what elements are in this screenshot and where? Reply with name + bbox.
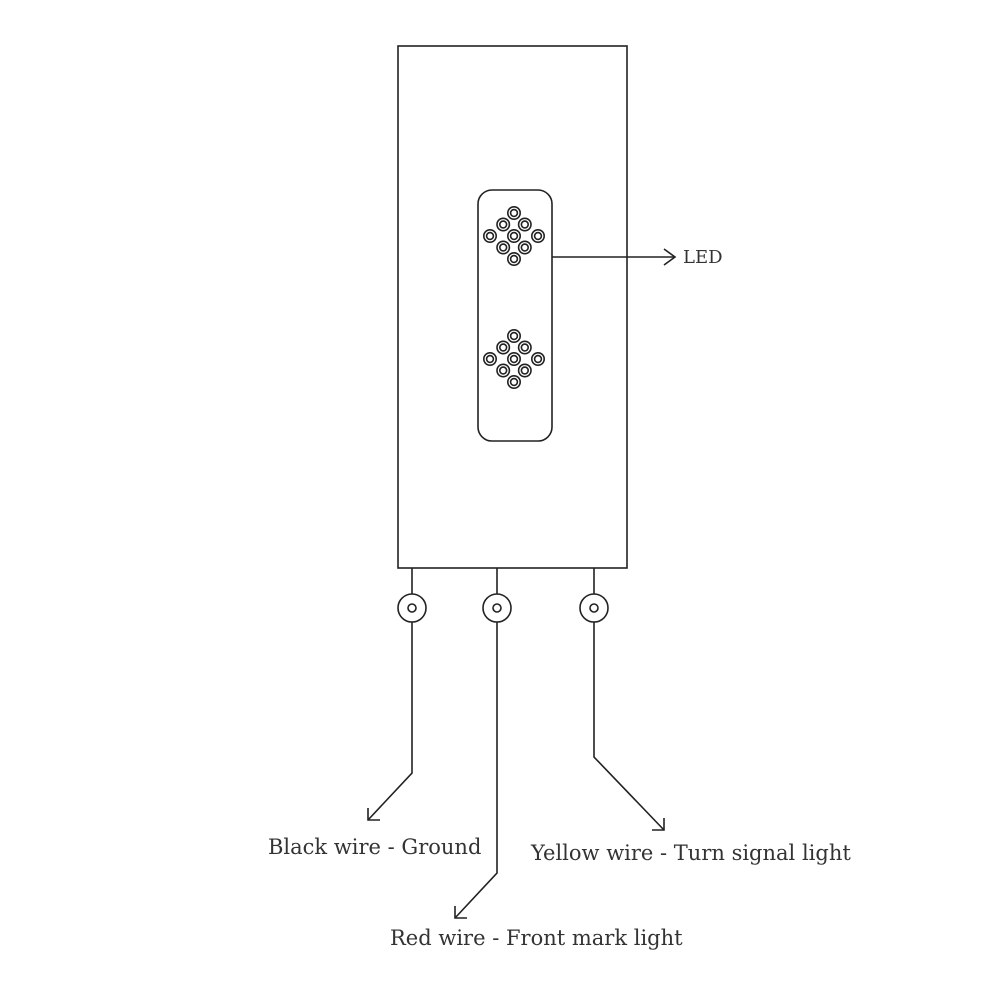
led-lower-2-0-core bbox=[485, 354, 495, 364]
led-callout bbox=[552, 248, 677, 266]
led-lower-2-1 bbox=[506, 351, 521, 366]
led-upper-2-0-core bbox=[485, 231, 495, 241]
led-upper-1-0-core bbox=[499, 220, 508, 229]
led-lower-4-0 bbox=[506, 374, 521, 389]
led-upper-4-0 bbox=[506, 252, 521, 267]
lamp-housing bbox=[397, 45, 628, 569]
led-lower-0-0-core bbox=[509, 331, 519, 341]
yellow-wire-arrowhead bbox=[652, 818, 665, 831]
led-lower-2-1-core bbox=[509, 354, 519, 364]
led-lower-3-1-core bbox=[520, 366, 529, 375]
led-upper-4-0-core bbox=[509, 254, 519, 264]
led-lower-3-0 bbox=[496, 363, 511, 378]
yellow-wire-label: Yellow wire - Turn signal light bbox=[530, 841, 851, 865]
led-label: LED bbox=[683, 247, 723, 268]
led-upper-3-1-core bbox=[520, 243, 529, 252]
led-lower-1-1 bbox=[517, 340, 532, 355]
red-wire bbox=[454, 568, 512, 919]
led-upper-0-0 bbox=[506, 206, 521, 221]
led-lower-2-0 bbox=[482, 351, 497, 366]
led-upper-1-0 bbox=[496, 217, 511, 232]
led-upper-3-0 bbox=[496, 240, 511, 255]
led-upper-0-0-core bbox=[509, 208, 519, 218]
red-wire-label: Red wire - Front mark light bbox=[390, 926, 683, 950]
led-upper-1-1 bbox=[517, 217, 532, 232]
led-upper-1-1-core bbox=[520, 220, 529, 229]
led-lower-1-0 bbox=[496, 340, 511, 355]
led-lower-1-0-core bbox=[499, 343, 508, 352]
led-upper-2-1-core bbox=[509, 231, 519, 241]
led-upper-2-1 bbox=[506, 229, 521, 244]
black-wire-terminal bbox=[397, 593, 427, 623]
led-array bbox=[482, 206, 545, 389]
led-lower-3-1 bbox=[517, 363, 532, 378]
yellow-wire-terminal bbox=[579, 593, 609, 623]
led-lower-2-2 bbox=[530, 351, 545, 366]
led-upper-2-2-core bbox=[533, 231, 543, 241]
black-wire-arrowhead bbox=[367, 808, 380, 821]
red-wire-terminal bbox=[482, 593, 512, 623]
led-lens-panel bbox=[477, 189, 553, 442]
led-upper-3-1 bbox=[517, 240, 532, 255]
led-upper-2-0 bbox=[482, 229, 497, 244]
led-lower-1-1-core bbox=[520, 343, 529, 352]
black-wire-label: Black wire - Ground bbox=[268, 835, 481, 859]
led-lower-4-0-core bbox=[509, 377, 519, 387]
black-wire bbox=[367, 568, 427, 821]
led-lower-0-0 bbox=[506, 328, 521, 343]
led-lower-3-0-core bbox=[499, 366, 508, 375]
red-wire-arrowhead bbox=[454, 906, 467, 919]
yellow-wire bbox=[579, 568, 665, 831]
led-upper-3-0-core bbox=[499, 243, 508, 252]
led-callout-arrowhead bbox=[663, 248, 677, 266]
led-upper-2-2 bbox=[530, 229, 545, 244]
wire-leads bbox=[367, 568, 665, 919]
led-lower-2-2-core bbox=[533, 354, 543, 364]
